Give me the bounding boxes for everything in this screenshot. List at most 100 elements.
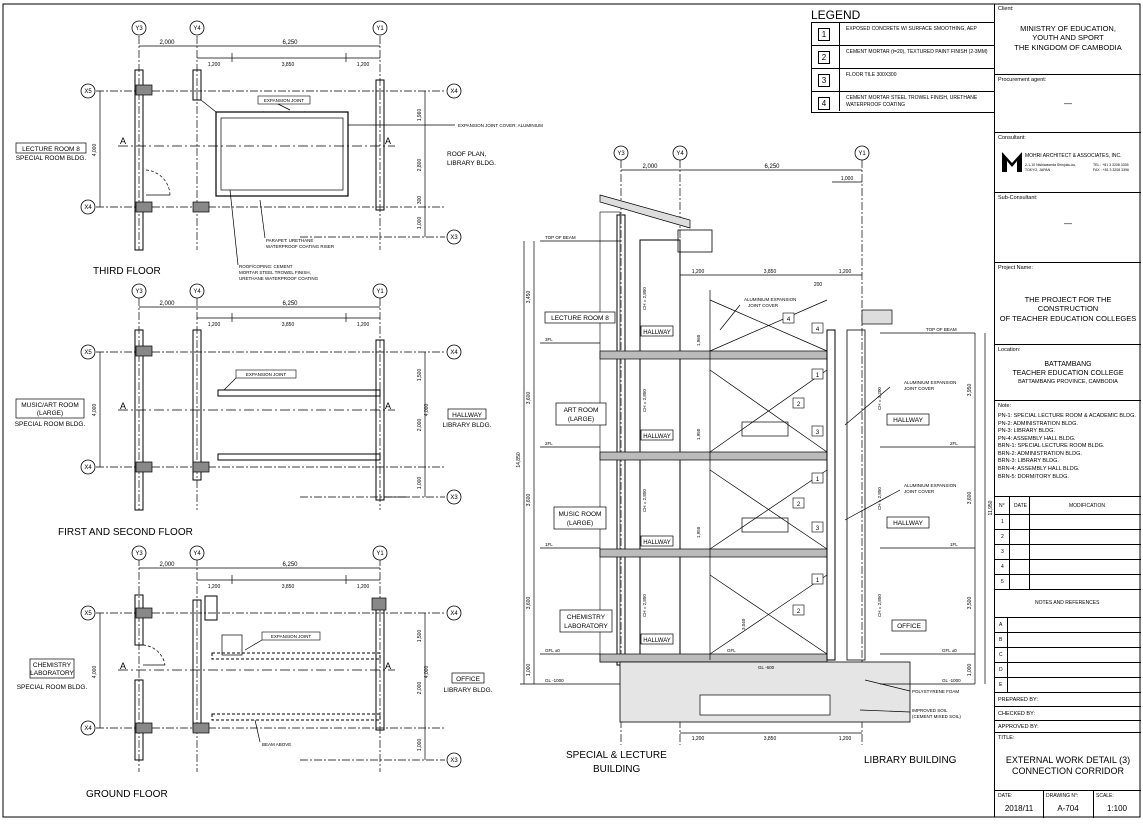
legend-tag: 4 [787, 317, 791, 323]
consultant-logo-icon [1002, 152, 1022, 172]
dimension-label: 1,000 [417, 217, 423, 230]
consultant-label: Consultant: [998, 135, 1026, 141]
procurement-value: — [1064, 99, 1072, 108]
grid-label: X3 [450, 495, 458, 501]
room-subtitle: SPECIAL ROOM BLDG. [15, 421, 86, 428]
dimension-label: 3,850 [282, 584, 295, 590]
plan-note: EXPANSION JOINT [246, 372, 286, 377]
dimension-label: 1,200 [357, 584, 370, 590]
level-label: 2FL [950, 441, 958, 446]
grid-label: X4 [84, 205, 92, 211]
dimension-label: 3,950 [967, 384, 973, 397]
grid-label: Y1 [376, 26, 384, 32]
ceiling-height: CH = 2,850 [642, 287, 647, 310]
level-label: GL -1000 [545, 678, 564, 683]
project-section: Project Name: THE PROJECT FOR THE CONSTR… [995, 262, 1141, 345]
section-labels: Y3 Y4 Y1 2,000 6,250 1,000 1,200 3,850 1… [516, 145, 994, 775]
table-row: D [995, 662, 1141, 678]
plan-note: URETHANE WATERPROOF COATING [239, 276, 319, 281]
note-line: BRN-4: ASSEMBLY HALL BLDG. [998, 466, 1080, 473]
row-number: 3 [1001, 549, 1004, 555]
legend-text: FLOOR TILE 300X300 [846, 72, 897, 78]
dimension-label: 1,200 [208, 584, 221, 590]
project-line: THE PROJECT FOR THE CONSTRUCTION [1024, 295, 1112, 314]
scale-label: SCALE: [1096, 793, 1114, 799]
drawing-title: EXTERNAL WORK DETAIL (3) CONNECTION CORR… [995, 755, 1141, 778]
legend-number: 3 [818, 74, 830, 87]
address-line: TOKYO, JAPAN [1025, 167, 1051, 172]
consultant-section: Consultant: MOHRI ARCHITECT & ASSOCIATES… [995, 132, 1141, 193]
room-tag: MUSIC ROOM [559, 511, 602, 518]
section-mark: A [120, 661, 126, 671]
checked-label: CHECKED BY: [998, 711, 1035, 717]
row-letter: C [999, 652, 1003, 658]
legend-number: 1 [818, 28, 830, 41]
room-tag: HALLWAY [643, 434, 671, 440]
section-title: LIBRARY BUILDING [864, 755, 957, 766]
section-note: JOINT COVER [904, 386, 935, 391]
legend-tag: 1 [816, 477, 820, 483]
legend-item: 3 FLOOR TILE 300X300 [811, 68, 995, 92]
dimension-label: 6,250 [282, 40, 298, 46]
section-drawing [520, 160, 986, 745]
dimension-label: 1,960 [696, 334, 701, 346]
dimension-label: 1,000 [417, 477, 423, 490]
title-line: CONNECTION CORRIDOR [1012, 766, 1124, 777]
subconsultant-label: Sub-Consultant: [998, 195, 1038, 201]
phone-line: FAX : +81 3 3208 3396 [1093, 167, 1129, 172]
dimension-label: 1,950 [696, 428, 701, 440]
dimension-label: 1,200 [208, 322, 221, 328]
dimension-label: 1,000 [841, 176, 854, 182]
room-tag: LECTURE ROOM 8 [551, 315, 609, 322]
dimension-label: 2,000 [642, 164, 658, 170]
section-title: BUILDING [593, 764, 640, 775]
dimension-label: 3,850 [764, 736, 777, 742]
table-row: E [995, 677, 1141, 693]
level-label: TOP OF BEAM [926, 327, 957, 332]
title-line: EXTERNAL WORK DETAIL (3) [1005, 755, 1131, 765]
dimension-label: 2,000 [159, 562, 175, 568]
section-note: ALUMINIUM EXPANSION [904, 483, 956, 488]
third-floor-plan [96, 36, 455, 266]
drawing-number-value: A-704 [1057, 804, 1079, 813]
procurement-label: Procurement agent: [998, 77, 1047, 83]
grid-label: Y1 [858, 151, 866, 157]
column-divider [1009, 496, 1010, 589]
grid-label: X5 [84, 350, 92, 356]
location-label: Location: [998, 347, 1021, 353]
location-line: BATTAMBANG PROVINCE, CAMBODIA [1018, 378, 1118, 385]
dimension-label: 1,950 [696, 526, 701, 538]
room-tag: (LARGE) [567, 520, 593, 527]
legend-title: LEGEND [811, 8, 861, 22]
table-row: 1 [995, 514, 1141, 530]
dimension-label: 1,960 [417, 109, 423, 122]
ceiling-height: CH = 2,850 [877, 594, 882, 617]
section-mark: A [385, 661, 391, 671]
table-row: C [995, 647, 1141, 663]
grid-label: X4 [450, 611, 458, 617]
consultant-address: 2-1-10 Nishiwaseda Shinjuku-ku, TOKYO, J… [1025, 163, 1076, 172]
note-line: BRN-1: SPECIAL LECTURE ROOM BLDG. [998, 443, 1105, 450]
room-tag: MUSIC/ART ROOM [21, 402, 79, 409]
row-number: 2 [1001, 534, 1004, 540]
grid-label: Y3 [135, 289, 143, 295]
dimension-label: 4,000 [92, 404, 98, 417]
ceiling-height: CH = 2,850 [877, 487, 882, 510]
grid-label: Y4 [193, 551, 201, 557]
drawing-number-label: DRAWING N°: [1046, 793, 1079, 799]
project-label: Project Name: [998, 265, 1033, 271]
grid-label: X5 [84, 89, 92, 95]
note-line: BRN-5: DORMITORY BLDG. [998, 473, 1069, 480]
grid-label: X4 [84, 465, 92, 471]
room-tag: LABORATORY [30, 670, 74, 677]
column-divider [1007, 617, 1008, 692]
legend-tag: 2 [797, 609, 801, 615]
section-note: ALUMINIUM EXPANSION [904, 380, 956, 385]
prepared-by: PREPARED BY: [995, 692, 1141, 707]
column-header: MODIFICATION [1069, 503, 1106, 509]
plan-note: BEAM ABOVE [262, 742, 291, 747]
dimension-label: 3,850 [764, 269, 777, 275]
dimension-label: 6,250 [282, 301, 298, 307]
legend-tag: 3 [816, 526, 820, 532]
dimension-label: 1,500 [417, 369, 423, 382]
